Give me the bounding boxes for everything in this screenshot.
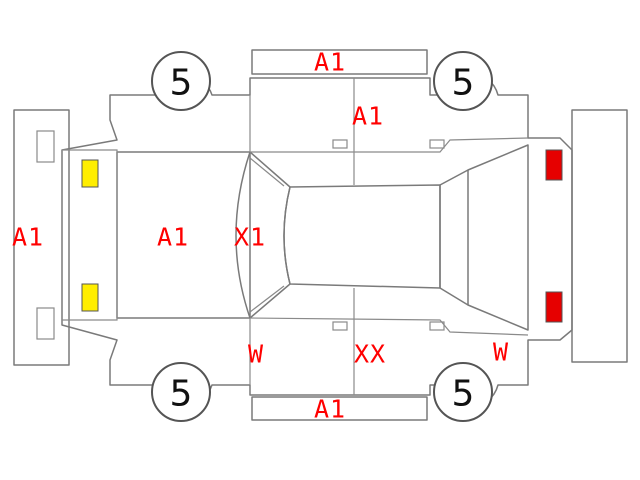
code-roof-top-panel: A1 — [351, 101, 385, 131]
bottom-bumper-outline — [251, 396, 428, 421]
front-bumper-slot-bottom — [36, 307, 55, 340]
wheel-top-left-number: 5 — [170, 63, 193, 104]
front-bumper-slot-top — [36, 130, 55, 163]
wheel-bottom-left-number: 5 — [170, 374, 193, 415]
taillamp-bottom — [545, 291, 563, 323]
bottom-sill-line — [249, 317, 529, 336]
bottom-handle-1 — [332, 321, 348, 331]
headlamp-top — [81, 159, 99, 188]
trunk-outline — [467, 144, 529, 331]
code-windshield: X1 — [233, 222, 267, 252]
front-panel — [62, 149, 118, 321]
wheel-bottom-left: 5 — [151, 362, 211, 422]
windshield-edge-lower — [249, 285, 285, 313]
code-bottom-rear-fender: W — [492, 337, 510, 367]
taillamp-top — [545, 149, 563, 181]
top-handle-2 — [429, 139, 445, 149]
rear-bumper-outline — [571, 109, 628, 363]
code-bottom-bumper: A1 — [313, 394, 347, 424]
top-handle-1 — [332, 139, 348, 149]
code-top-bumper: A1 — [313, 47, 347, 77]
code-bottom-doors: XX — [353, 339, 387, 369]
wheel-bottom-right: 5 — [433, 362, 493, 422]
top-sill-line — [250, 137, 529, 153]
top-bumper-outline — [251, 49, 428, 75]
code-front-bumper: A1 — [11, 222, 45, 252]
wheel-top-right-number: 5 — [452, 63, 475, 104]
wheel-top-right: 5 — [433, 51, 493, 111]
wheel-top-left: 5 — [151, 51, 211, 111]
code-hood: A1 — [156, 222, 190, 252]
code-bottom-front-fender: W — [247, 339, 265, 369]
roof-outline — [283, 184, 441, 289]
rear-window-outline — [439, 169, 469, 306]
wheel-bottom-right-number: 5 — [452, 374, 475, 415]
front-bumper-outline — [13, 109, 70, 366]
bottom-handle-2 — [429, 321, 445, 331]
windshield-edge — [249, 157, 285, 187]
headlamp-bottom — [81, 283, 99, 312]
